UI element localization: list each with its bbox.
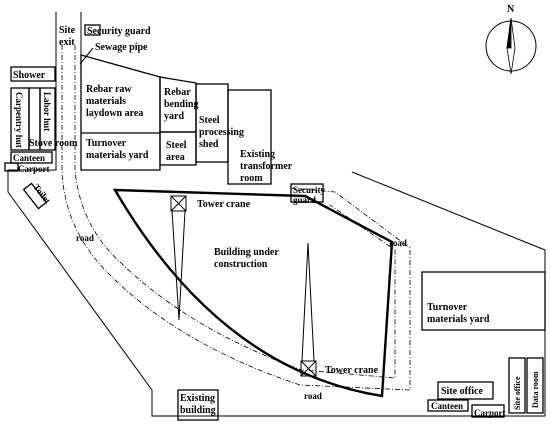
label-steel-area-2: area [166,152,185,163]
label-site-exit-1: Site [59,25,76,36]
label-site-exit-2: exit [59,37,75,48]
label-toilet: Toilet [31,182,52,205]
label-carpentry-hut: Carpentry hut [14,92,24,148]
label-road-bottom: road [304,391,322,401]
processing-area-outline [80,54,161,171]
label-road-right: road [389,238,407,248]
label-rebar-bending-3: yard [164,111,184,122]
carport-left-building [4,162,19,172]
label-carport-left: Carport [18,164,50,174]
canteen-bottom-building [427,399,469,412]
label-canteen-bottom: Canteen [431,401,463,411]
label-transformer-1: Existing [240,149,275,160]
transformer-room-building [227,89,272,185]
building-under-construction [112,188,394,398]
label-data-room: Data room [531,371,540,408]
label-turnover-top-2: materials yard [86,150,149,161]
label-turnover-top-1: Turnover [86,138,127,149]
label-rebar-raw-3: laydown area [86,108,143,119]
label-building-1: Building under [214,247,279,258]
label-rebar-raw-1: Rebar raw [86,84,132,95]
tower-crane-bottom-x2 [300,360,317,377]
label-rebar-bending-2: bending [164,99,198,110]
label-existing-building-2: building [180,405,216,416]
label-tower-crane-top: Tower crane [197,199,251,210]
existing-building [177,389,219,421]
label-site-office-right: Site office [441,386,483,397]
label-transformer-2: transformer [240,161,293,172]
label-building-2: construction [214,259,268,270]
label-turnover-right-2: materials yard [427,314,490,325]
site-office-right-building [437,381,494,400]
label-security-guard-mid-2: guard [293,195,316,205]
carport-bottom-building [471,404,505,418]
label-existing-building-1: Existing [180,393,215,404]
label-steel-processing-3: shed [199,139,219,150]
label-labor-hut: Labor hut [42,92,52,131]
label-shower: Shower [13,70,46,81]
label-canteen-left: Canteen [13,153,45,163]
site-boundary [7,12,546,417]
label-tower-crane-bottom: Tower crane [325,365,379,376]
toilet-building [22,182,48,210]
security-guard-mid-box [290,183,324,203]
tower-crane-top-x2 [170,195,187,212]
site-office-vertical-building [508,357,526,414]
shower-building [10,66,56,82]
label-security-guard-top: Security guard [87,26,151,37]
label-turnover-right-1: Turnover [427,302,468,313]
label-transformer-3: room [240,173,263,184]
compass-needle-south [506,17,516,75]
label-carport-bottom: Carport [474,408,506,418]
data-room-building [526,357,544,414]
label-rebar-bending-1: Rebar [164,87,191,98]
tower-crane-bottom-boom [301,242,315,362]
label-steel-area-1: Steel [166,140,187,151]
label-steel-processing-2: processing [199,127,244,138]
label-steel-processing-1: Steel [199,115,220,126]
compass-north-label: N [507,4,515,15]
tower-crane-top-base [170,195,187,212]
label-stove-room: Stove room [29,138,78,149]
security-guard-top-box [84,24,101,36]
tower-crane-bottom-base [300,360,317,377]
label-road-left: road [76,233,94,243]
label-site-office-vertical: Site office [513,376,522,410]
labor-hut-building [39,87,56,151]
canteen-left-building [10,151,53,164]
road-outer [61,45,411,391]
label-security-guard-mid-1: Security [293,185,325,195]
turnover-right-building [421,271,546,331]
tower-crane-top-boom [171,210,186,321]
label-sewage-pipe: Sewage pipe [95,42,148,53]
label-rebar-raw-2: materials [86,96,126,107]
